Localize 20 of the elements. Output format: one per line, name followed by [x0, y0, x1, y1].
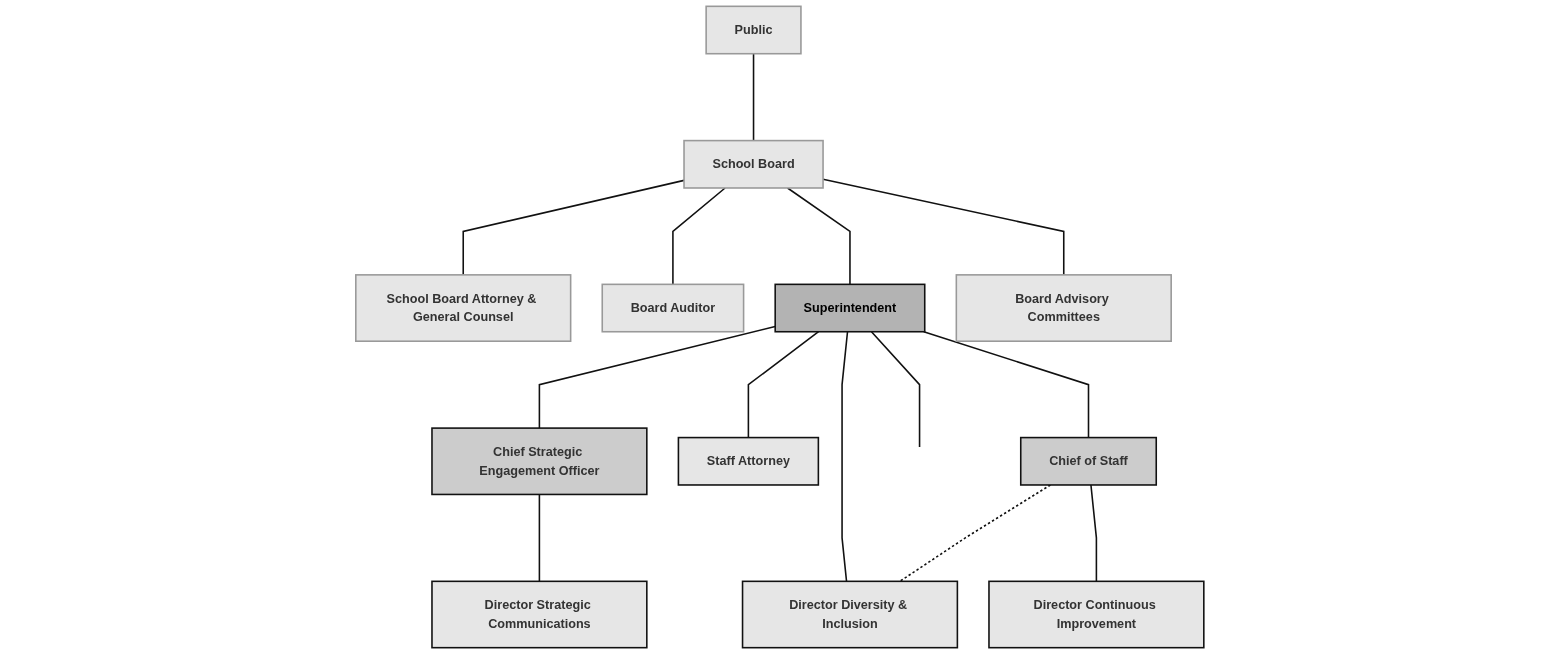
node-box: Superintendent [774, 283, 926, 333]
node-box: Director Continuous Improvement [987, 580, 1205, 649]
node-box: School Board Attorney & General Counsel [354, 274, 572, 342]
connector [671, 187, 726, 286]
node-box: Staff Attorney [677, 436, 819, 486]
connector [870, 330, 921, 448]
connector [1089, 484, 1097, 583]
connector [752, 52, 754, 142]
node-box: Director Diversity & Inclusion [741, 580, 958, 649]
connector [840, 330, 848, 583]
node-box: Public [705, 5, 802, 55]
node-box: Board Advisory Committees [955, 274, 1172, 342]
connector [786, 187, 851, 286]
node-box: Director Strategic Communications [430, 580, 648, 649]
connector [538, 493, 540, 583]
node-box: Chief Strategic Engagement Officer [430, 427, 648, 496]
node-box: Chief of Staff [1019, 436, 1157, 486]
node-box: School Board [682, 139, 824, 189]
connector [747, 330, 820, 439]
node-box: Board Auditor [601, 283, 745, 333]
